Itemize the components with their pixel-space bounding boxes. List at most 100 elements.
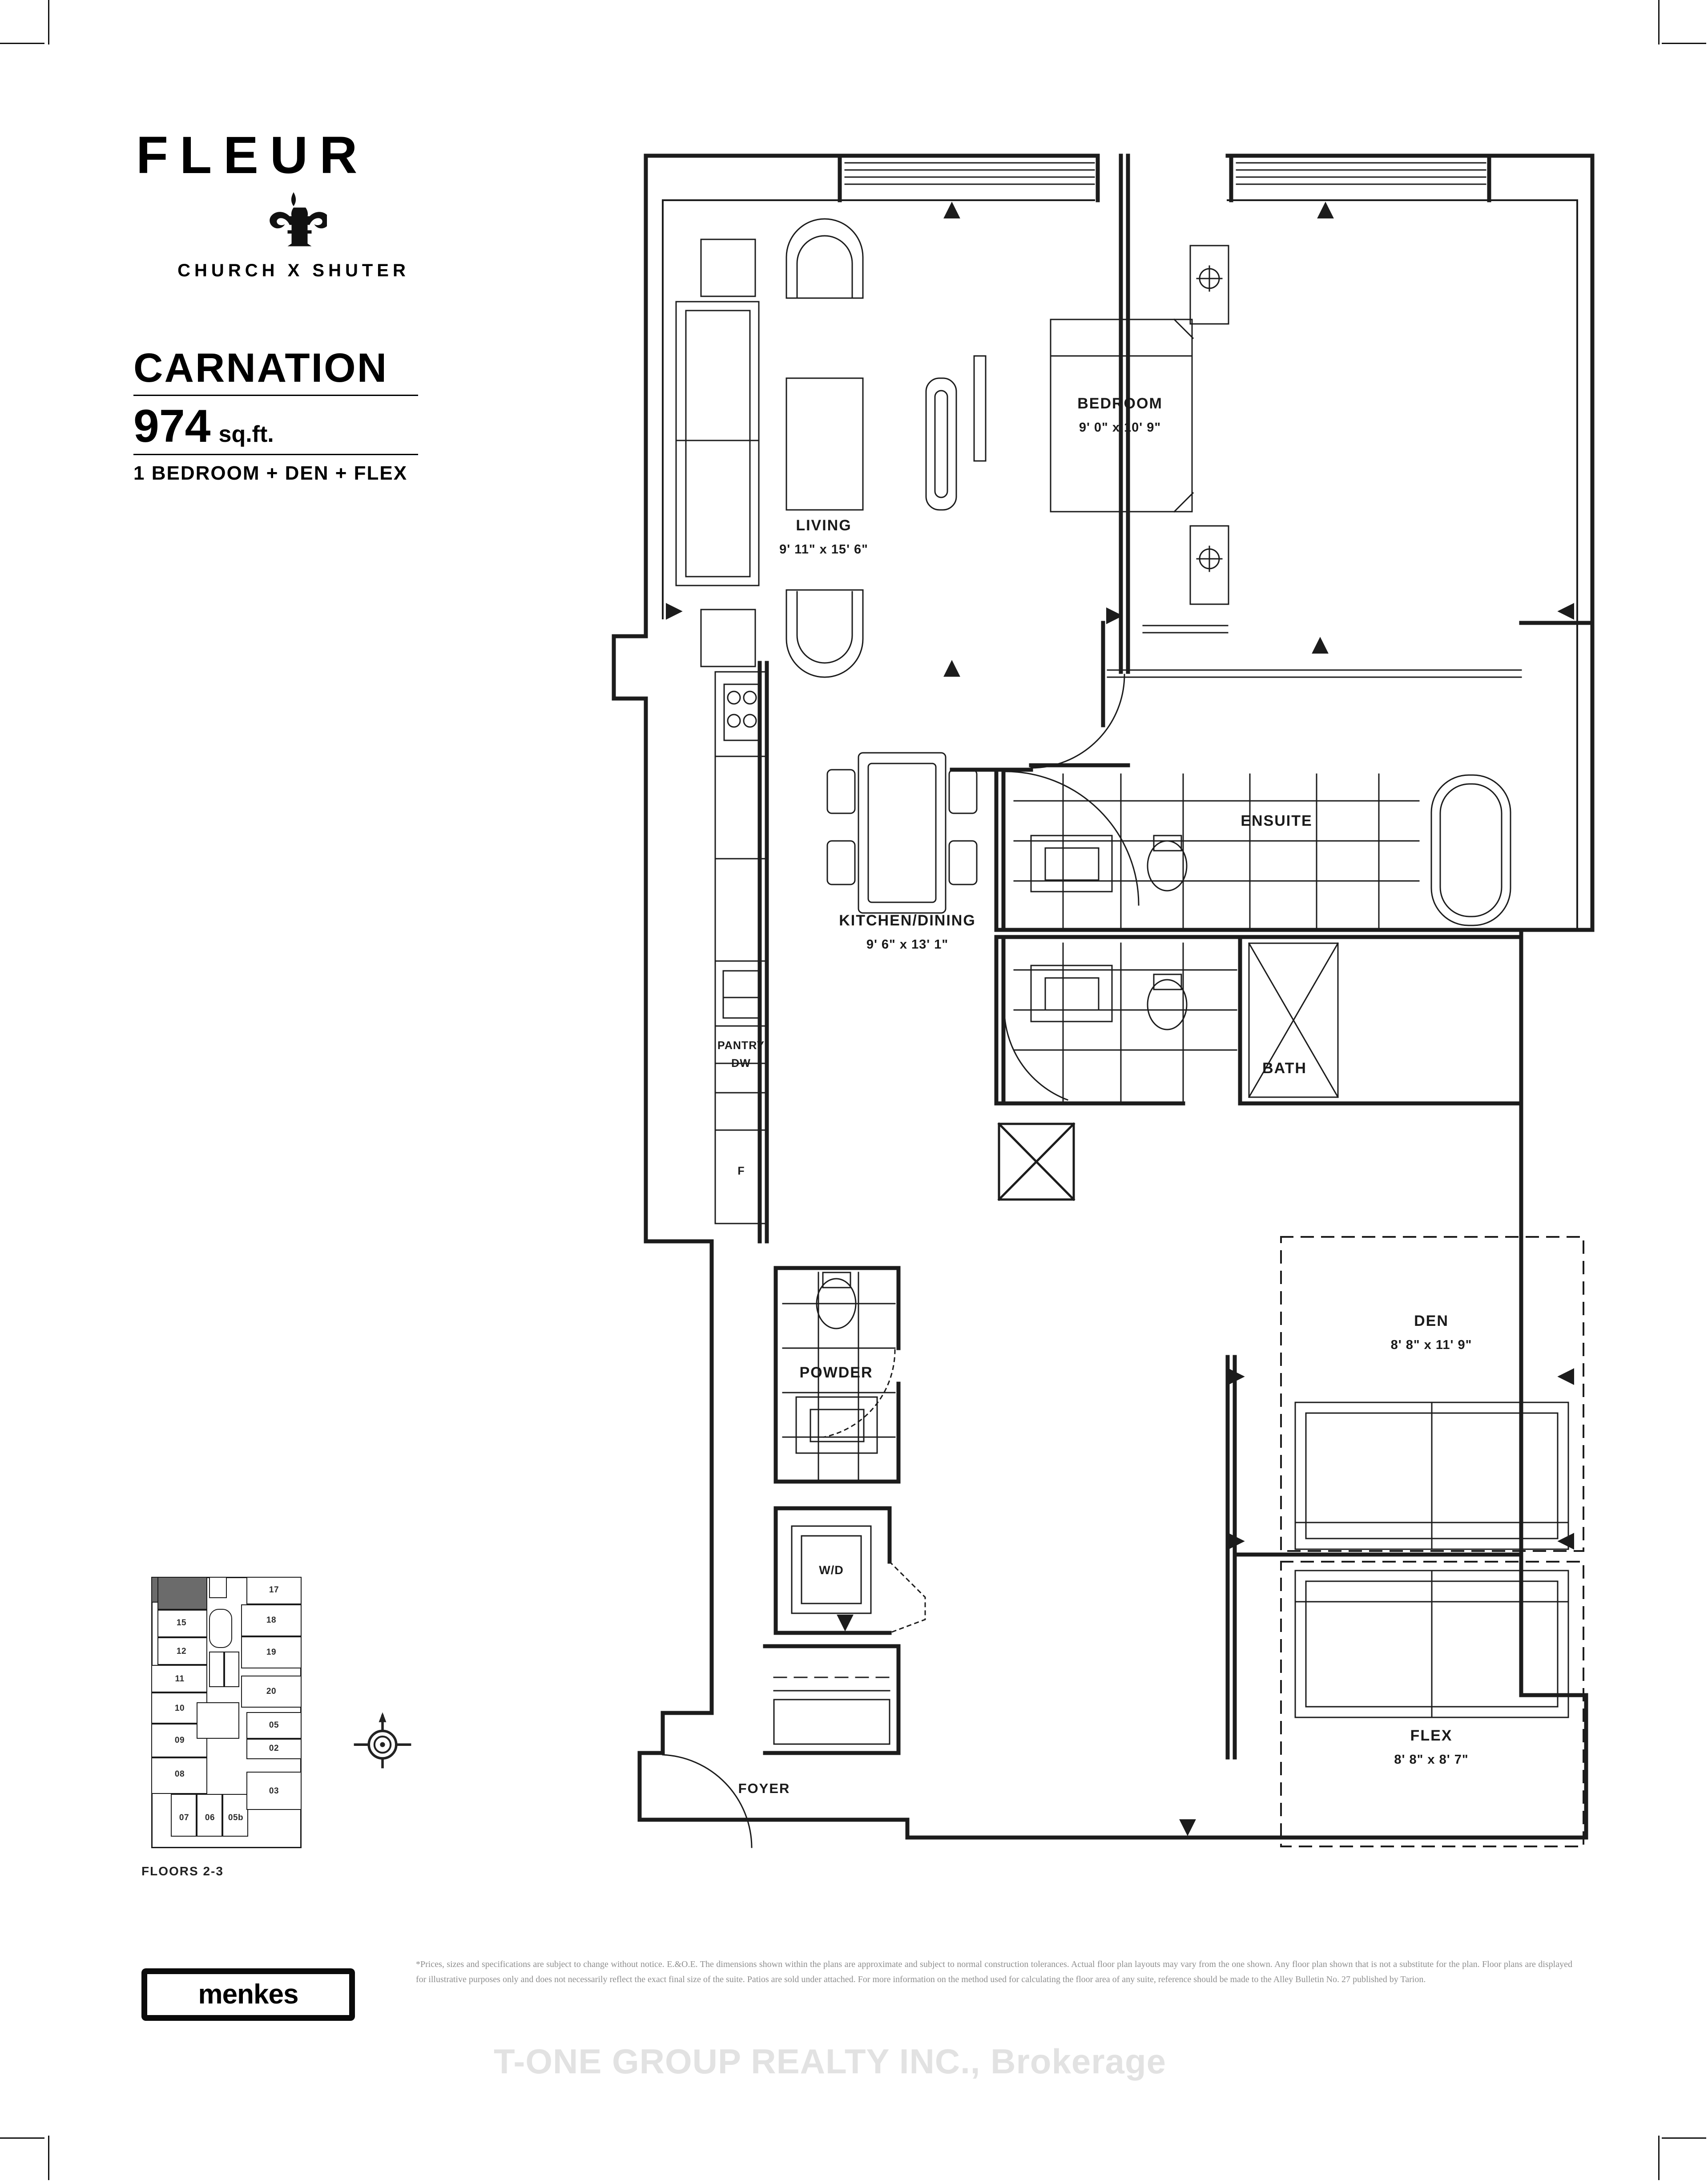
crop-mark-top-left-v [48,0,49,44]
dining-furniture [826,752,978,914]
crop-mark-bottom-left-h [0,2137,44,2139]
keyplan-label-08: 08 [174,1769,185,1779]
compass-north-icon [351,1708,414,1771]
suite-size-unit: sq.ft. [218,421,274,447]
laundry-walls [773,1506,892,1635]
keyplan-label-15: 15 [176,1618,187,1628]
keyplan-unit-07 [171,1794,197,1837]
room-label-foyer: FOYER [738,1781,790,1796]
keyplan-label-12: 12 [176,1647,187,1656]
fleur-de-lis-icon [133,190,454,256]
keyplan-unit-11 [151,1665,207,1692]
keyplan-label-02: 02 [269,1744,279,1753]
keyplan-label-07: 07 [179,1813,189,1822]
developer-logo: menkes [141,1968,355,2021]
flex-dashed-outline [1280,1561,1584,1847]
keyplan-unit-19 [241,1636,302,1668]
keyplan-label-19: 19 [266,1648,277,1657]
keyplan-unit-05 [246,1712,302,1739]
keyplan-label-10: 10 [174,1704,185,1713]
window-glazing [844,162,1486,185]
divider-top [133,395,418,396]
bedroom-furniture [1050,245,1229,605]
room-label-bedroom: BEDROOM [1077,395,1163,412]
bedroom-closet [1107,625,1522,678]
appliance-label-wd: W/D [819,1563,843,1577]
appliance-label-dw: DW [731,1057,751,1070]
room-label-powder: POWDER [800,1364,873,1381]
appliance-label-fridge: F [737,1165,744,1177]
entry-closet [763,1644,901,1755]
keyplan-unit-12 [157,1637,207,1665]
mechanical-unit [997,1122,1076,1201]
crop-mark-top-right-v [1658,0,1660,44]
key-plan-diagram: 17 18 19 20 05 02 03 15 12 11 10 09 08 0… [141,1571,319,1855]
crop-mark-bottom-right-v [1658,2136,1660,2180]
keyplan-label-11: 11 [175,1674,185,1684]
keyplan-unit-03 [246,1772,302,1810]
floor-plan: LIVING 9' 11" x 15' 6" BEDROOM 9' 0" x 1… [596,147,1628,1904]
brand-name: FLEUR [136,126,369,185]
room-label-den: DEN [1414,1313,1449,1329]
keyplan-core-stairs [209,1652,224,1687]
room-label-kitchen: KITCHEN/DINING [839,912,976,929]
keyplan-core-lobby [197,1702,239,1739]
bath-walls [994,935,1523,1106]
room-dims-living: 9' 11" x 15' 6" [779,542,868,557]
brokerage-watermark: T-ONE GROUP REALTY INC., Brokerage [494,2042,1166,2081]
appliance-label-pantry: PANTRY [717,1039,765,1052]
flex-walls [1225,1558,1237,1760]
keyplan-core-service [224,1652,239,1687]
keyplan-unit-18 [241,1604,302,1636]
kitchen-counters [714,671,768,1224]
divider-bottom [133,454,418,455]
exterior-walls [612,153,1595,1840]
keyplan-label-05: 05 [269,1721,279,1730]
den-dashed-outline [1280,1236,1584,1552]
flex-furniture [1294,1570,1569,1718]
suite-info-panel: FLEUR CHURCH X SHUTER CARNATION 974 sq.f… [133,129,454,485]
keyplan-unit-15 [157,1610,207,1637]
room-label-ensuite: ENSUITE [1241,812,1312,829]
keyplan-label-09: 09 [174,1736,185,1745]
bedroom-door [1030,674,1125,769]
keyplan-label-17: 17 [269,1585,279,1595]
key-plan: 17 18 19 20 05 02 03 15 12 11 10 09 08 0… [141,1571,426,1878]
keyplan-label-05b: 05b [228,1813,244,1822]
laundry-fixtures [791,1525,926,1634]
room-label-flex: FLEX [1410,1727,1453,1744]
disclaimer-text: *Prices, sizes and specifications are su… [416,1959,1572,1985]
bath-fixtures [1003,942,1339,1102]
kitchen-walls [757,661,769,1244]
keyplan-label-20: 20 [266,1687,277,1696]
living-furniture [675,218,987,678]
developer-name: menkes [198,1979,299,2010]
keyplan-unit-02 [246,1739,302,1759]
keyplan-unit-20 [241,1676,302,1708]
keyplan-unit-17 [246,1577,302,1604]
exterior-wall-inner-face [662,199,1578,931]
room-dims-bedroom: 9' 0" x 10' 9" [1079,420,1161,435]
suite-size-number: 974 [133,400,211,452]
keyplan-highlighted-unit-ext [157,1577,207,1610]
keyplan-unit-08 [151,1757,207,1794]
brand-subtitle: CHURCH X SHUTER [177,261,410,280]
den-walls [1225,1355,1523,1559]
keyplan-unit-06 [197,1794,222,1837]
crop-mark-top-left-h [0,43,44,44]
crop-mark-bottom-left-v [48,2136,49,2180]
demising-wall [1119,153,1130,674]
keyplan-core-elevator [209,1609,232,1648]
keyplan-core-chute [209,1577,227,1598]
room-labels: LIVING 9' 11" x 15' 6" BEDROOM 9' 0" x 1… [717,395,1471,1796]
opening-ticks [666,202,1574,1836]
foyer-door [662,1754,753,1848]
room-label-living: LIVING [796,517,851,534]
keyplan-label-06: 06 [205,1813,215,1822]
keyplan-label-18: 18 [266,1616,277,1625]
crop-mark-top-right-h [1662,43,1706,44]
powder-fixtures [782,1272,896,1481]
ensuite-walls [994,767,1523,932]
suite-description: 1 BEDROOM + DEN + FLEX [133,462,408,484]
suite-size-row: 974 sq.ft. [133,403,454,449]
